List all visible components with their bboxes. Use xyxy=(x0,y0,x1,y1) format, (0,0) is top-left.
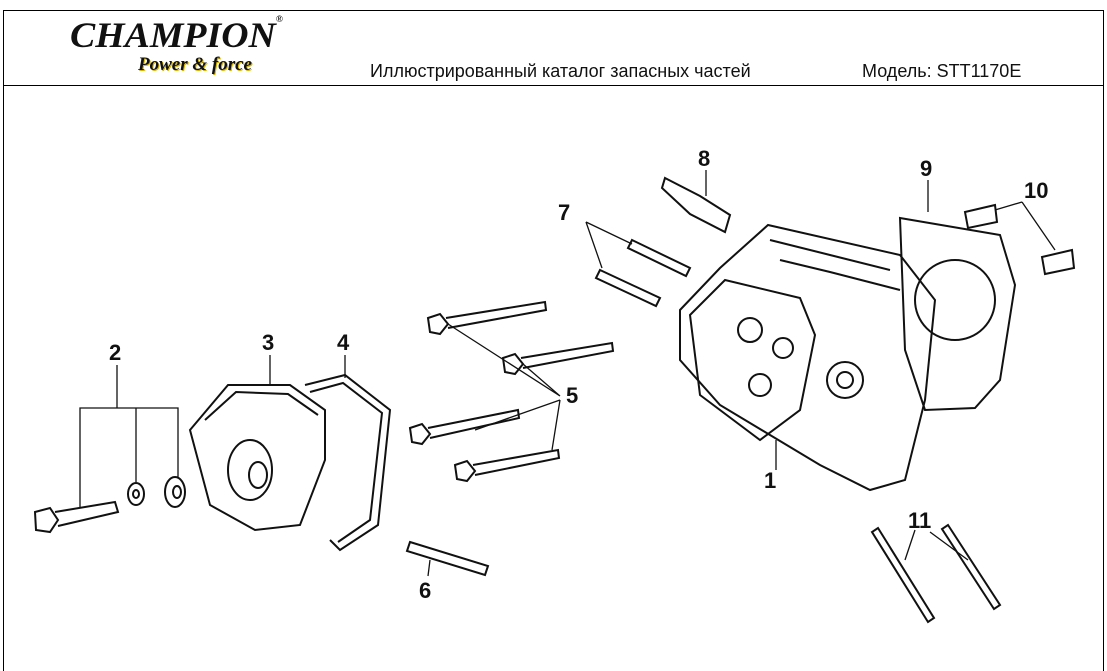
callout-3: 3 xyxy=(262,330,274,355)
callout-5: 5 xyxy=(566,383,578,408)
part-5-bolts xyxy=(408,300,615,483)
callout-1: 1 xyxy=(764,468,776,493)
part-9-head-gasket xyxy=(898,180,1017,412)
part-11-studs xyxy=(870,523,1002,624)
callout-2: 2 xyxy=(109,340,121,365)
part-3-valve-cover xyxy=(188,355,326,532)
part-1-cylinder-head xyxy=(679,223,937,492)
model-label: Модель: STT1170E xyxy=(862,61,1022,81)
callout-4: 4 xyxy=(337,330,350,355)
logo-tagline: Power & force xyxy=(138,54,252,75)
part-6-pin xyxy=(405,540,490,577)
champion-logo: CHAMPION® xyxy=(70,14,283,56)
part-7-studs xyxy=(585,221,692,308)
part-4-gasket xyxy=(304,355,392,552)
header-divider xyxy=(3,85,1103,86)
page-frame xyxy=(3,10,1104,671)
catalog-title: Иллюстрированный каталог запасных частей xyxy=(370,61,751,81)
callout-10: 10 xyxy=(1024,178,1048,203)
logo-registered: ® xyxy=(275,14,283,24)
callout-11: 11 xyxy=(908,508,931,533)
callout-7: 7 xyxy=(558,200,570,225)
part-10-dowels xyxy=(963,201,1076,276)
callout-6: 6 xyxy=(419,578,431,603)
part-2-bolt-washers xyxy=(33,365,186,534)
part-8-spark-plug xyxy=(660,170,732,234)
callout-9: 9 xyxy=(920,156,932,181)
logo-brand: CHAMPION xyxy=(70,15,276,55)
callout-8: 8 xyxy=(698,146,710,171)
